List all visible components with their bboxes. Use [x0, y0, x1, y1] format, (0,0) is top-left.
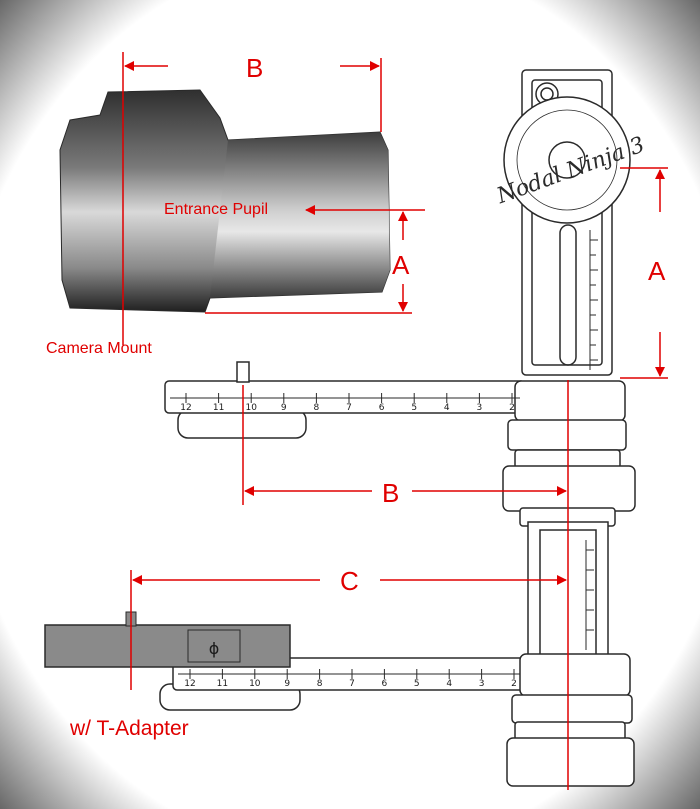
rail-tick-label: 12 [180, 403, 191, 413]
rail-tick-label: 9 [281, 403, 287, 413]
rail-tick-label: 2 [509, 403, 515, 413]
rotator-disc: Nodal Ninja 3 [493, 96, 648, 224]
lower-rail-tick-labels: 12 11 10 9 8 7 6 5 4 3 2 [184, 669, 517, 689]
rail-tick-label: 7 [349, 679, 355, 689]
rail-tick-label: 11 [217, 679, 228, 689]
rail-tick-label: 10 [249, 679, 261, 689]
rail-tick-label: 12 [184, 679, 195, 689]
rail-tick-label: 9 [284, 679, 290, 689]
rail-tick-label: 4 [444, 403, 450, 413]
t-adapter-plate: ϕ [44, 611, 291, 668]
rail-tick-label: 6 [382, 679, 388, 689]
label-camera-mount: Camera Mount [46, 340, 152, 357]
label-a-right: A [648, 256, 666, 286]
rail-tick-label: 6 [379, 403, 385, 413]
label-t-adapter: w/ T-Adapter [70, 717, 189, 740]
phi-symbol: ϕ [209, 639, 220, 658]
rail-tick-label: 5 [414, 679, 420, 689]
rail-tick-label: 8 [314, 403, 320, 413]
label-entrance-pupil: Entrance Pupil [164, 201, 269, 218]
rail-tick-label: 8 [317, 679, 323, 689]
upper-rail-tick-labels: 12 11 10 9 8 7 6 5 4 3 2 [180, 393, 515, 413]
rail-tick-label: 4 [446, 679, 452, 689]
rail-tick-label: 11 [213, 403, 224, 413]
rail-tick-label: 7 [346, 403, 352, 413]
label-b-top: B [246, 53, 264, 83]
rail-tick-label: 5 [411, 403, 417, 413]
rail-tick-label: 10 [245, 403, 257, 413]
lower-arm-scale [585, 540, 594, 650]
label-b-mid: B [382, 478, 400, 508]
vertical-arm-scale [589, 230, 598, 370]
rail-tick-label: 3 [477, 403, 483, 413]
label-a-left: A [392, 250, 410, 280]
label-c: C [340, 566, 359, 596]
dimension-lines [122, 52, 668, 790]
rail-tick-label: 2 [511, 679, 517, 689]
upper-rail [164, 361, 636, 527]
rail-tick-label: 3 [479, 679, 485, 689]
